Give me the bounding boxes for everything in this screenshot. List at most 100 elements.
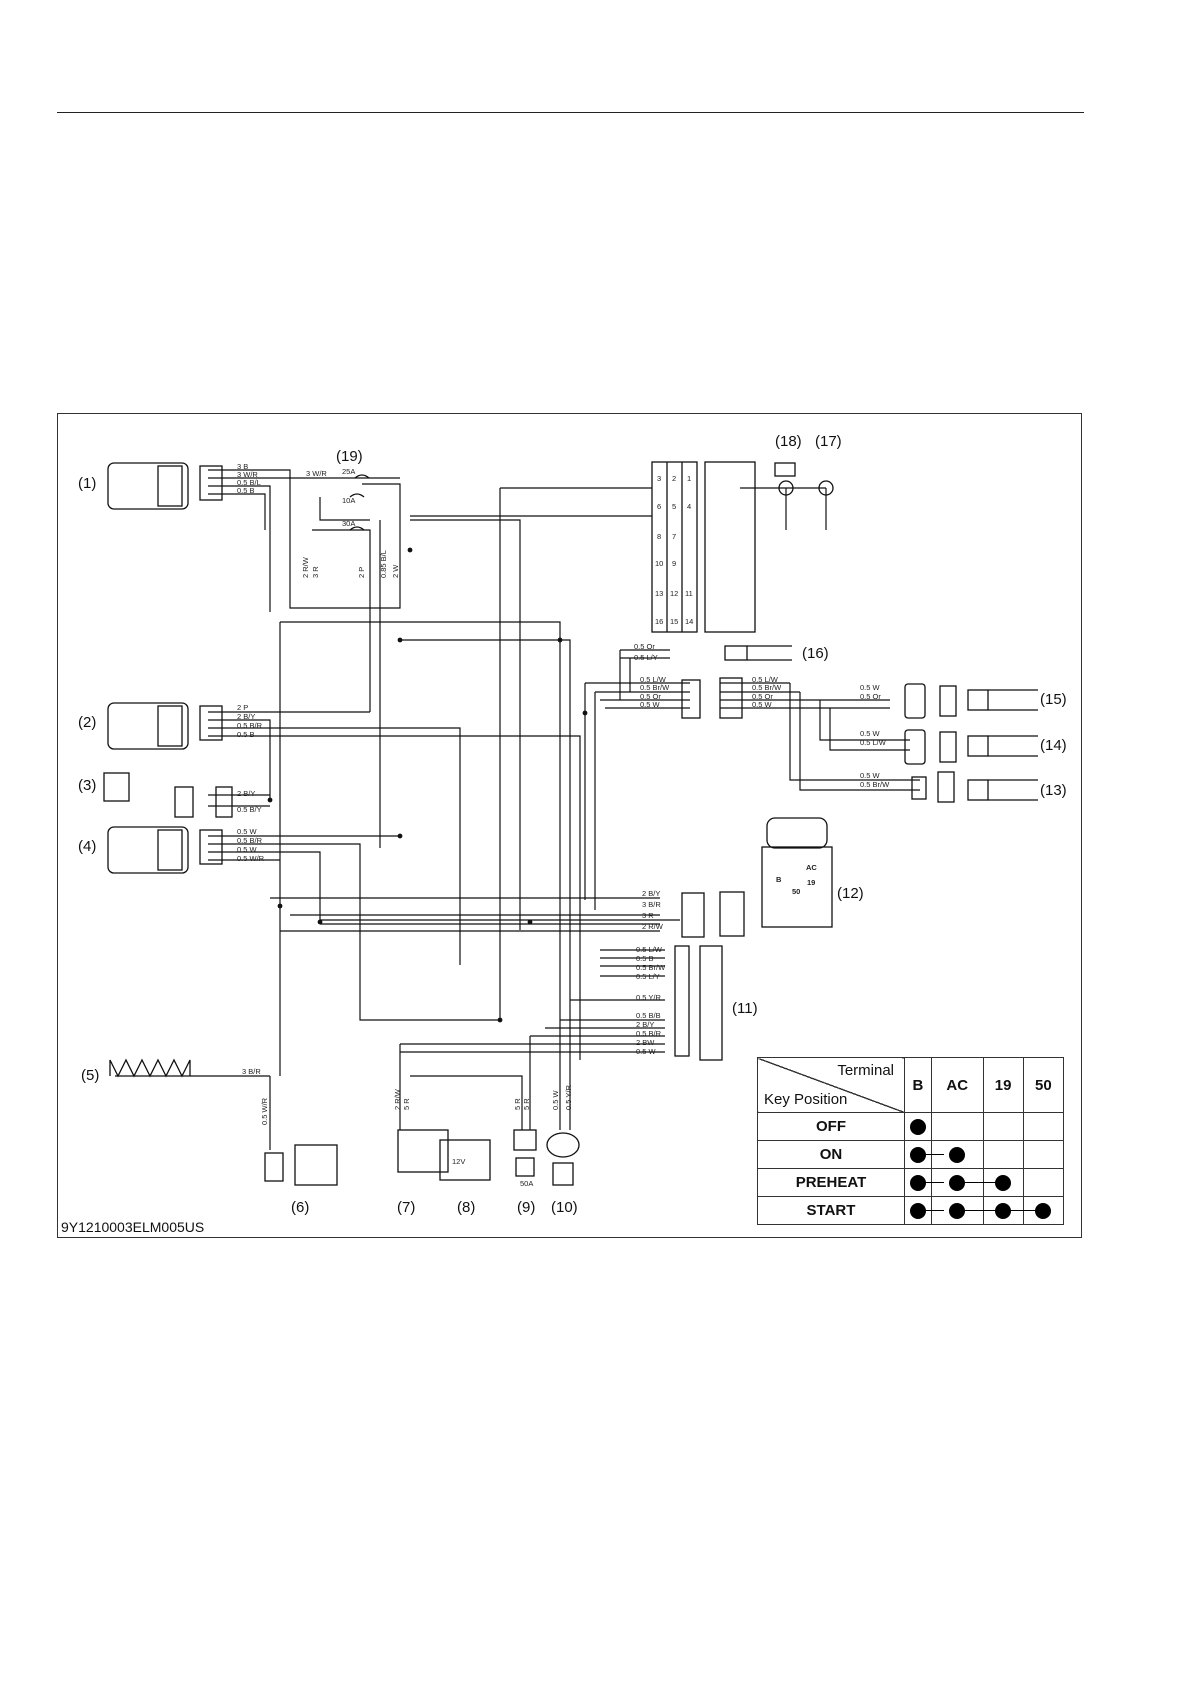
wire-label: 2 BW [636,1038,655,1047]
wire-label: 0.5 Or [752,692,773,701]
callout-13: (13) [1040,782,1067,799]
diagram-frame [57,413,1082,1238]
switch-term-19: 19 [807,878,815,887]
contact-link [917,1181,944,1184]
connector-pins: 3 2 1 6 5 4 8 7 10 9 13 12 11 16 15 14 [655,474,693,626]
wire-label: 0.5 L/Y [636,972,660,981]
contact-dot [1035,1202,1052,1219]
wires [115,469,920,1150]
table-row: OFF [757,1112,1065,1141]
wire-label: 2 R/W [642,922,664,931]
callout-16: (16) [802,645,829,662]
wire-label: 2 B/Y [636,1020,654,1029]
wire-label: 5 R [402,1098,411,1110]
table-row: START [757,1196,1065,1225]
pin: 6 [657,502,661,511]
callout-4: (4) [78,838,96,855]
table-row: PREHEAT [757,1168,1065,1197]
contact-link [957,1181,1008,1184]
contact-dot [949,1174,966,1191]
table-cell [1022,1140,1065,1169]
wire-label: 0.5 Or [634,642,655,651]
fuse-10a-label: 10A [342,496,355,505]
document-code: 9Y1210003ELM005US [61,1219,205,1235]
contact-dot [995,1202,1012,1219]
wire-label: 0.5 Br/W [860,780,890,789]
wire-label: 2 R/W [393,1088,402,1110]
pin: 3 [657,474,661,483]
contact-link [1003,1209,1043,1212]
contact-dot [995,1174,1012,1191]
junction-dots [267,547,588,1023]
wire-label: 0.5 W [752,700,773,709]
terminal-50-header: 50 [1022,1057,1065,1113]
table-cell [904,1168,944,1197]
sensor-1-body [107,462,189,510]
callout-17: (17) [815,433,842,450]
callout-19: (19) [336,448,363,465]
wire-label: 0.5 W [636,1047,657,1056]
table-cell [930,1196,1008,1225]
switch-term-50: 50 [792,887,800,896]
table-header-corner: Terminal Key Position [757,1057,905,1113]
wire-label: 2 W [391,564,400,578]
row-label-on: ON [757,1140,905,1169]
components [103,461,1038,1186]
solenoid-3 [103,772,130,802]
wire-label: 3 B [237,462,248,471]
pin: 14 [685,617,693,626]
wire-label: 3 B/R [242,1067,261,1076]
wire-label: 0.5 W/R [237,854,265,863]
table-cell [930,1112,984,1141]
wire-label: 0.5 W [237,827,258,836]
wire-label: 0.5 W [551,1089,560,1110]
wire-label: 0.5 W [860,729,881,738]
pin: 9 [672,559,676,568]
wire-label: 0.5 Or [860,692,881,701]
wire-label: 0.5 B [237,730,255,739]
table-cell [904,1196,944,1225]
wire-label: 0.5 B/R [237,836,263,845]
wire-label: 0.5 Br/W [636,963,666,972]
terminal-19-header: 19 [982,1057,1024,1113]
wire-label: 0.5 Br/W [752,683,782,692]
callout-3: (3) [78,777,96,794]
contact-link [957,1209,1008,1212]
pin: 4 [687,502,691,511]
wire-label: 3 R [642,911,654,920]
callout-11: (11) [732,1000,758,1017]
wire-labels: 3 B 3 W/R 0.5 B/L 0.5 B 3 W/R 2 R/W 3 R … [237,462,890,1125]
pin: 7 [672,532,676,541]
switch-term-ac: AC [806,863,817,872]
wire-label: 0.85 B/L [379,550,388,578]
contact-dot [949,1146,966,1163]
wire-label: 3 W/R [306,469,327,478]
table-cell [1022,1112,1065,1141]
relay-label: 50A [520,1179,533,1188]
battery-label: 12V [452,1157,465,1166]
contact-dot [909,1202,926,1219]
wire-label: 0.5 L/W [752,675,779,684]
wire-label: 0.5 B [237,486,255,495]
component-labels: 25A 10A 30A 50A 12V B AC 19 50 [342,467,817,1188]
table-cell [982,1112,1024,1141]
wire-label: 0.5 L/W [640,675,667,684]
wire-label: 0.5 W/R [260,1097,269,1125]
table-cell [982,1140,1024,1169]
terminal-header: Terminal [837,1062,894,1079]
contact-dot [909,1146,926,1163]
fuse-30a-label: 30A [342,519,355,528]
pin: 15 [670,617,678,626]
wire-label: 2 B/Y [237,712,255,721]
switch-term-b: B [776,875,782,884]
pin: 5 [672,502,676,511]
wire-label: 0.5 Or [640,692,661,701]
callout-2: (2) [78,714,96,731]
wire-label: 3 W/R [237,470,258,479]
sensor-2-body [107,702,189,750]
pin: 1 [687,474,691,483]
wire-label: 5 R [522,1098,531,1110]
callout-15: (15) [1040,691,1067,708]
callout-12: (12) [837,885,864,902]
header-rule [57,112,1084,113]
